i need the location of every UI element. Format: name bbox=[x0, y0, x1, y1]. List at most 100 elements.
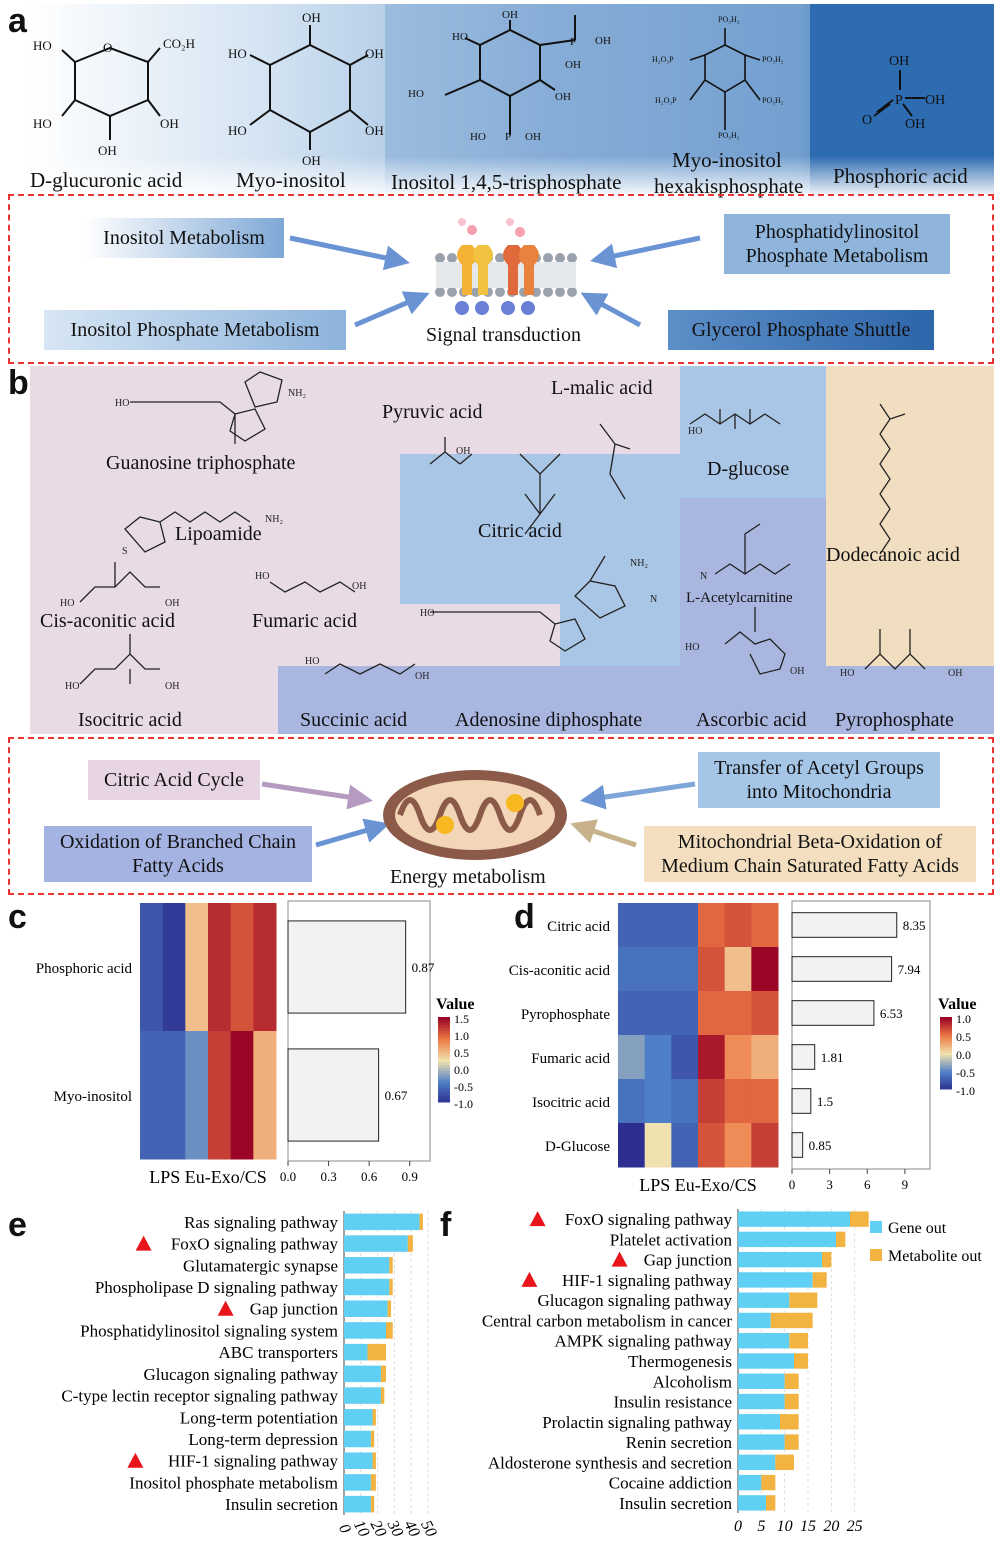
svg-text:PO₃H₂: PO₃H₂ bbox=[718, 15, 740, 24]
svg-text:OH: OH bbox=[456, 446, 470, 457]
heatmap-cell bbox=[751, 903, 779, 948]
svg-text:OH: OH bbox=[925, 93, 945, 108]
bar-gene-out bbox=[738, 1251, 822, 1268]
legend-swatch bbox=[940, 1072, 952, 1076]
legend-swatch bbox=[438, 1059, 450, 1063]
label-pyrophosphate: Pyrophosphate bbox=[835, 709, 954, 731]
label-pyruvic-acid: Pyruvic acid bbox=[382, 401, 483, 423]
bar-panel-frame bbox=[287, 900, 431, 1162]
x-axis-label: LPS Eu-Exo/CS bbox=[639, 1175, 757, 1195]
bar-metabolite-out bbox=[407, 1235, 413, 1252]
x-tick-label: 3 bbox=[826, 1177, 833, 1192]
myo-inositol-structure bbox=[249, 25, 369, 150]
d-glucuronic-acid-structure bbox=[61, 46, 161, 140]
legend-swatch bbox=[940, 1021, 952, 1025]
bar-gene-out bbox=[738, 1393, 785, 1410]
pathway-inositol-metabolism: Inositol Metabolism bbox=[84, 218, 284, 258]
row-label: Pyrophosphate bbox=[521, 1007, 611, 1023]
legend-swatch bbox=[940, 1019, 952, 1023]
red-triangle-marker bbox=[529, 1211, 546, 1227]
heatmap-cell bbox=[162, 903, 186, 1032]
label-ascorbic-acid: Ascorbic acid bbox=[696, 709, 807, 731]
svg-text:HO: HO bbox=[408, 88, 424, 100]
panel-b-background bbox=[30, 366, 994, 734]
label-energy-metabolism: Energy metabolism bbox=[390, 866, 546, 888]
legend-tick: 0.0 bbox=[956, 1048, 971, 1062]
svg-text:OH: OH bbox=[502, 9, 518, 21]
svg-text:OH: OH bbox=[525, 131, 541, 143]
bar-gene-out bbox=[738, 1333, 790, 1349]
heatmap-cell bbox=[698, 947, 726, 992]
legend-swatch bbox=[438, 1039, 450, 1043]
x-tick-label: 0.0 bbox=[280, 1169, 296, 1184]
category-label: Thermogenesis bbox=[628, 1352, 732, 1371]
bar-gene-out bbox=[738, 1312, 771, 1329]
label-succinic-acid: Succinic acid bbox=[300, 709, 408, 731]
heatmap-cell bbox=[185, 1031, 209, 1160]
svg-text:HO: HO bbox=[228, 46, 247, 61]
bar-metabolite-out bbox=[780, 1414, 799, 1430]
label-adp: Adenosine diphosphate bbox=[455, 709, 643, 731]
bar-gene-out bbox=[344, 1409, 373, 1426]
legend-tick: 1.5 bbox=[454, 1012, 469, 1026]
bar bbox=[791, 956, 893, 982]
svg-text:HO: HO bbox=[65, 681, 79, 692]
category-label: Glutamatergic synapse bbox=[183, 1256, 338, 1275]
legend-swatch bbox=[438, 1056, 450, 1060]
x-tick-label: 20 bbox=[367, 1518, 390, 1540]
bar bbox=[791, 1088, 812, 1114]
heatmap-cell bbox=[698, 1079, 726, 1124]
bar-metabolite-out bbox=[372, 1452, 376, 1469]
label-gtp: Guanosine triphosphate bbox=[106, 452, 296, 474]
heatmap-cell bbox=[698, 903, 726, 948]
phosphoric-acid-structure bbox=[873, 70, 925, 117]
bar-gene-out bbox=[344, 1300, 388, 1317]
bar-gene-out bbox=[344, 1235, 408, 1252]
category-label: Gap junction bbox=[250, 1300, 339, 1319]
heatmap-cell bbox=[230, 1031, 254, 1160]
category-label: C-type lectin receptor signaling pathway bbox=[61, 1387, 338, 1406]
legend-swatch bbox=[940, 1074, 952, 1078]
legend-swatch bbox=[438, 1068, 450, 1072]
bar-metabolite-out bbox=[370, 1474, 376, 1491]
svg-text:OH: OH bbox=[365, 123, 384, 138]
svg-text:HO: HO bbox=[688, 426, 702, 437]
heatmap-cell bbox=[751, 991, 779, 1036]
svg-text:O: O bbox=[103, 40, 112, 55]
bar-gene-out bbox=[344, 1495, 371, 1513]
legend-swatch bbox=[438, 1062, 450, 1066]
bar-gene-out bbox=[344, 1474, 371, 1491]
x-axis-label: LPS Eu-Exo/CS bbox=[149, 1167, 267, 1187]
svg-text:OH: OH bbox=[790, 666, 804, 677]
heatmap-cell bbox=[644, 947, 672, 992]
category-label: Insulin secretion bbox=[225, 1495, 338, 1514]
x-tick-label: 10 bbox=[350, 1518, 373, 1540]
legend-label: Metabolite out bbox=[888, 1248, 982, 1265]
bar-value-label: 0.85 bbox=[809, 1138, 832, 1153]
bar-gene-out bbox=[344, 1278, 390, 1296]
category-label: Insulin resistance bbox=[614, 1393, 733, 1412]
legend-tick: 0.0 bbox=[454, 1063, 469, 1077]
bar-value-label: 8.35 bbox=[903, 918, 926, 933]
legend-swatch bbox=[870, 1249, 882, 1261]
x-tick-label: 0.6 bbox=[361, 1169, 378, 1184]
heatmap-cell bbox=[162, 1031, 186, 1160]
x-tick-label: 40 bbox=[400, 1518, 423, 1540]
bar-value-label: 1.5 bbox=[817, 1094, 833, 1109]
bar-metabolite-out bbox=[380, 1387, 385, 1404]
bar bbox=[791, 1044, 816, 1070]
panel-a-dashed-frame bbox=[8, 194, 994, 364]
svg-text:HO: HO bbox=[115, 398, 129, 409]
legend-swatch bbox=[940, 1077, 952, 1080]
panel-label-e: e bbox=[8, 1206, 27, 1244]
svg-text:HO: HO bbox=[255, 571, 269, 582]
bar-metabolite-out bbox=[836, 1231, 846, 1248]
bar-value-label: 0.67 bbox=[385, 1088, 408, 1103]
legend-swatch bbox=[438, 1079, 450, 1083]
legend-title: Value bbox=[436, 996, 475, 1013]
x-tick-label: 5 bbox=[757, 1518, 765, 1535]
category-label: Prolactin signaling pathway bbox=[542, 1413, 732, 1432]
heatmap-cell bbox=[618, 1079, 646, 1124]
